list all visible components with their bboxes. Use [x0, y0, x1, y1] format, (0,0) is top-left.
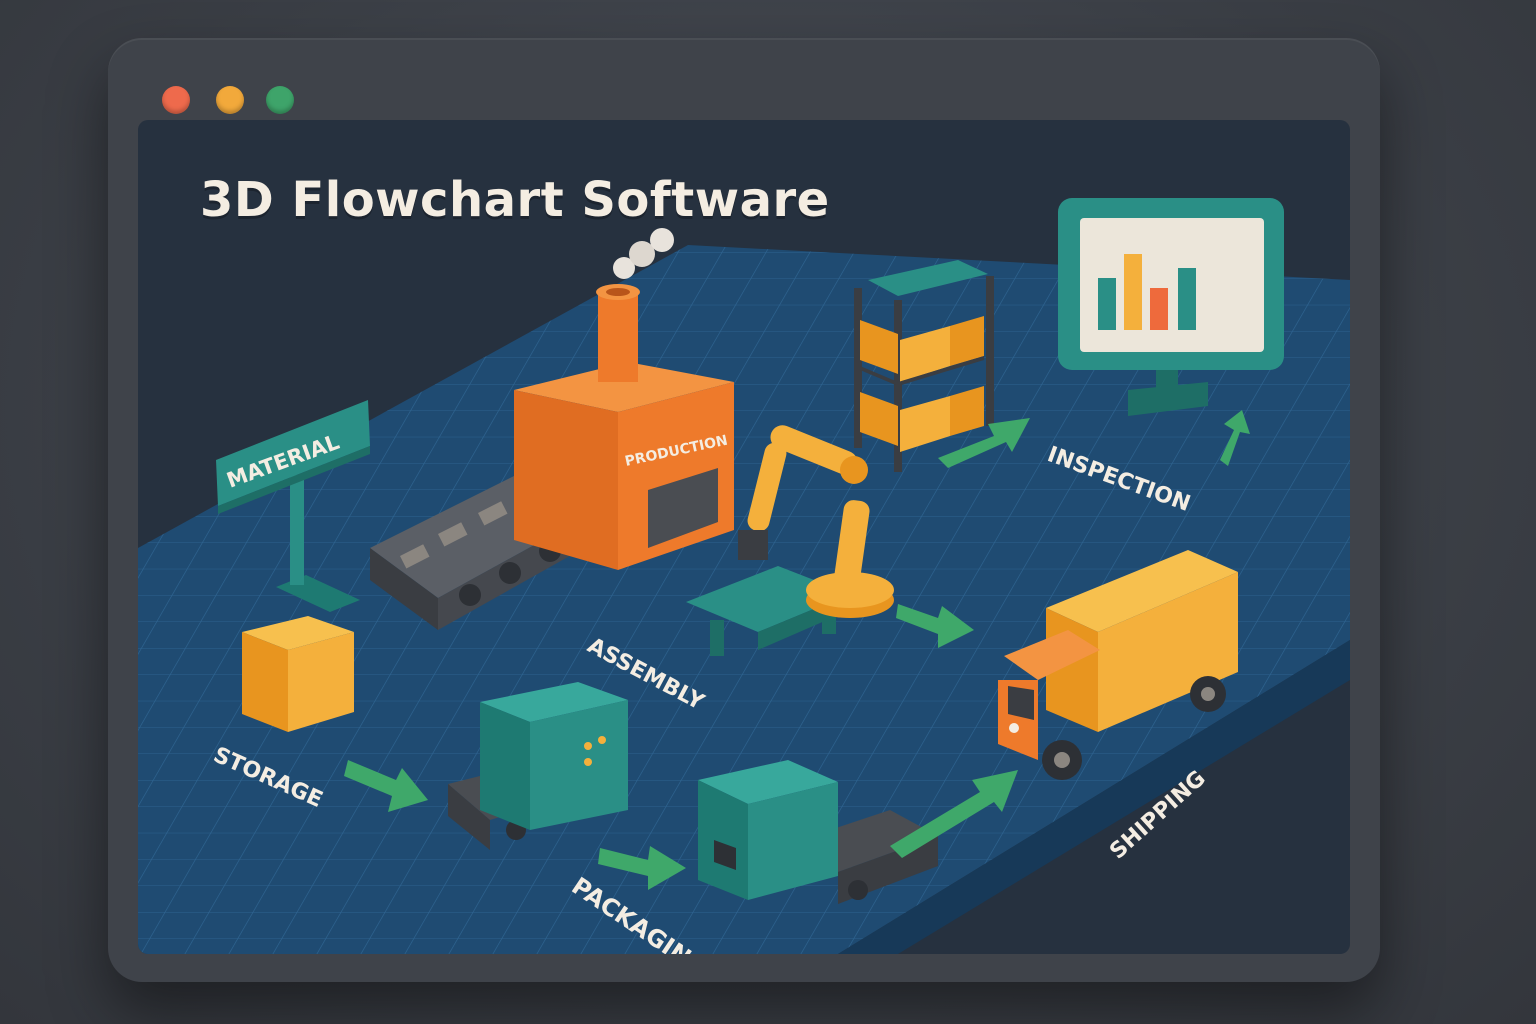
- box-icon[interactable]: [242, 616, 354, 732]
- monitor-chart-icon[interactable]: [1058, 198, 1284, 416]
- packaging-machine-icon[interactable]: [698, 760, 938, 904]
- arrow-icon: [938, 418, 1030, 468]
- arrow-icon: [344, 760, 428, 812]
- truck-icon[interactable]: [998, 550, 1238, 780]
- signpost-icon[interactable]: MATERIAL: [216, 400, 370, 612]
- flowchart-scene: MATERIAL: [138, 198, 1350, 954]
- app-window: MATERIAL: [108, 38, 1380, 982]
- robot-arm-icon[interactable]: [686, 422, 894, 656]
- arrow-icon: [890, 770, 1018, 858]
- arrow-icon: [896, 604, 974, 648]
- arrow-icon: [1220, 410, 1250, 466]
- minimize-button[interactable]: [216, 86, 244, 114]
- factory-icon[interactable]: PRODUCTION: [514, 228, 734, 570]
- packaging-machine-icon[interactable]: [448, 682, 628, 850]
- close-button[interactable]: [162, 86, 190, 114]
- flow-arrows: [344, 410, 1250, 890]
- maximize-button[interactable]: [266, 86, 294, 114]
- arrow-icon: [598, 846, 686, 890]
- canvas-area: MATERIAL: [138, 120, 1350, 954]
- shelf-icon[interactable]: [854, 260, 994, 472]
- page-title: 3D Flowchart Software: [200, 172, 830, 228]
